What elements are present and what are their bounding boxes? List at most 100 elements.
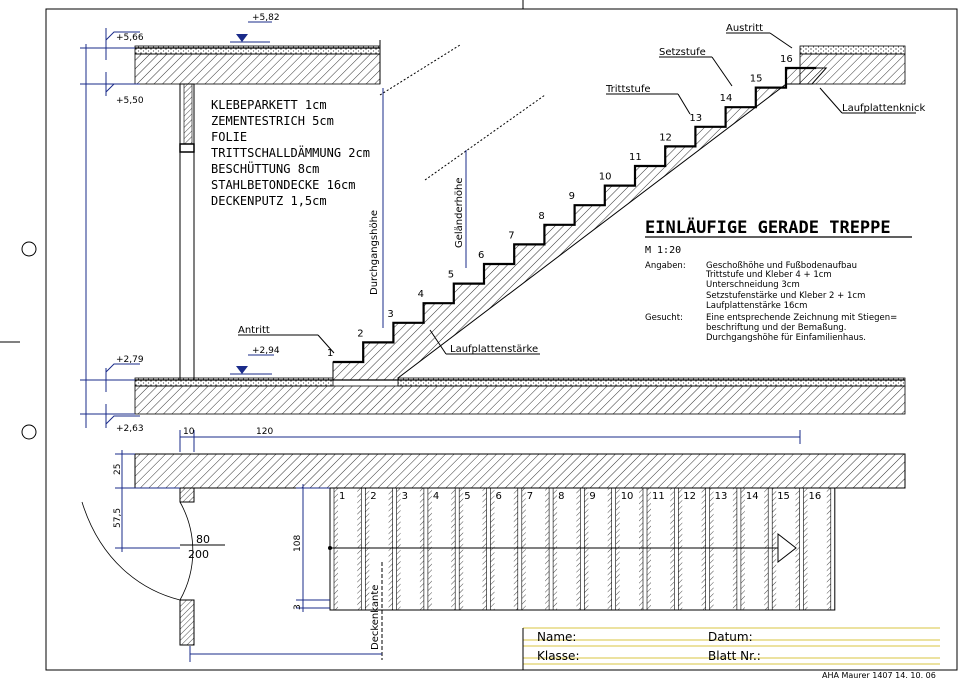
plan-tread-face [494,488,514,610]
plan-step-number: 13 [715,491,728,502]
svg-text:+2,94: +2,94 [252,346,280,356]
plan-treads [329,487,836,611]
name-field-label: Name: [537,630,576,644]
plan-step-number: 1 [339,491,345,502]
svg-text:Setzstufenstärke und Kleber 2: Setzstufenstärke und Kleber 2 + 1cm [706,291,865,301]
section-step-number: 3 [387,309,393,320]
section-step-number: 1 [327,348,333,359]
svg-text:+5,66: +5,66 [116,33,144,43]
plan-step-number: 9 [589,491,595,502]
svg-text:Laufplattenknick: Laufplattenknick [842,103,926,114]
plan-tread-face [525,488,546,610]
clearance-line-top [379,44,461,96]
svg-text:Laufplattenstärke 16cm: Laufplattenstärke 16cm [706,301,807,311]
section-step-number: 14 [720,93,733,104]
door-height: 200 [188,548,209,561]
layer-4: TRITTSCHALLDÄMMUNG 2cm [211,145,370,160]
section-step-number: 8 [538,211,544,222]
gelaenderhoehe-label: Geländerhöhe [454,177,465,248]
plan-tread-face [651,488,671,610]
title-block: Name: Datum: Klasse: Blatt Nr.: [522,627,940,670]
sheet-border [45,8,958,671]
plan-step-number: 7 [527,491,533,502]
plan-step-number: 14 [746,491,759,502]
level-ceiling: +5,50 [105,83,144,106]
section-step-number: 15 [750,74,763,85]
headroom-dimension [382,88,467,328]
callout-austritt: Austritt [726,23,793,49]
plan-tread-face [619,488,639,610]
section-step-number: 11 [629,152,642,163]
scale-label: M 1:20 [645,245,681,256]
callout-laufplattenstaerke: Laufplattenstärke [429,329,540,355]
layer-3: FOLIE [211,130,247,144]
layer-6: STAHLBETONDECKE 16cm [211,178,356,192]
footer-credit: AHA Maurer 1407 14. 10. 06 [822,671,936,680]
svg-text:Angaben:: Angaben: [645,261,686,271]
dim-108: 108 [293,535,303,552]
svg-text:Eine entsprechende Zeichnung m: Eine entsprechende Zeichnung mit Stiegen… [706,313,897,323]
plan-dimension-top [179,430,801,452]
left-wall [179,83,195,381]
section-step-number: 13 [689,113,702,124]
durchgangshoehe-label: Durchgangshöhe [369,210,380,295]
door-arc [81,501,181,601]
plan-step-number: 6 [496,491,502,502]
floor-layer-list: KLEBEPARKETT 1cm ZEMENTESTRICH 5cm FOLIE… [211,98,370,208]
section-step-number: 10 [599,172,612,183]
plan-tread-face [557,488,577,610]
plan-tread-face [713,488,733,610]
plan-step-number: 4 [433,491,439,502]
section-step-number: 6 [478,250,484,261]
svg-text:Trittstufe und Kleber 4 + 1cm: Trittstufe und Kleber 4 + 1cm [705,270,832,280]
plan-tread-face [369,488,389,610]
plan-step-number: 15 [777,491,790,502]
section-step-number: 5 [448,270,454,281]
section-step-number: 2 [357,328,363,339]
svg-text:Geschoßhöhe und Fußbodenaufbau: Geschoßhöhe und Fußbodenaufbau [706,261,857,271]
svg-text:+5,82: +5,82 [252,13,280,23]
lower-floor-slab [134,377,906,415]
plan-dimension-stair [296,484,330,612]
callout-trittstufe: Trittstufe [605,84,691,115]
plan-tread-face [682,488,702,610]
walking-line-start [328,546,332,550]
door-swing [179,501,194,601]
punch-hole-bottom [21,424,37,440]
plan-dimension-left [115,450,180,552]
svg-text:+2,79: +2,79 [116,355,144,365]
dim-120: 120 [256,427,273,437]
punch-hole-top [21,241,37,257]
drawing-title: EINLÄUFIGE GERADE TREPPE [645,216,891,238]
dim-3: 3 [293,604,303,610]
door-width: 80 [196,533,210,546]
level-upper-floor: +5,66 [105,31,144,43]
level-marker-top: +5,82 [230,13,280,43]
svg-text:+5,50: +5,50 [116,96,144,106]
level-marker-step: +2,94 [230,346,280,375]
plan-step-number: 5 [464,491,470,502]
dim-25: 25 [113,464,123,475]
dim-57-5: 57,5 [113,508,123,528]
walking-line-arrow [777,532,797,564]
callout-laufplattenknick: Laufplattenknick [819,87,926,114]
railing-line [424,94,546,181]
svg-text:Laufplattenstärke: Laufplattenstärke [450,344,538,355]
section-step-number: 4 [418,289,424,300]
layer-2: ZEMENTESTRICH 5cm [211,114,334,128]
blatt-field-label: Blatt Nr.: [708,649,761,663]
plan-tread-face [400,488,420,610]
plan-wall-top [134,453,906,489]
plan-step-number: 16 [809,491,822,502]
deckenkante-label: Deckenkante [370,585,381,650]
layer-7: DECKENPUTZ 1,5cm [211,194,327,208]
stair-flight [332,66,828,381]
plan-tread-face [588,488,608,610]
plan-step-number: 12 [683,491,696,502]
plan-left-wall [179,487,195,646]
plan-tread-face [807,488,827,610]
angaben-block: Angaben: Geschoßhöhe und Fußbodenaufbau … [645,261,865,311]
svg-text:Trittstufe: Trittstufe [605,84,651,95]
